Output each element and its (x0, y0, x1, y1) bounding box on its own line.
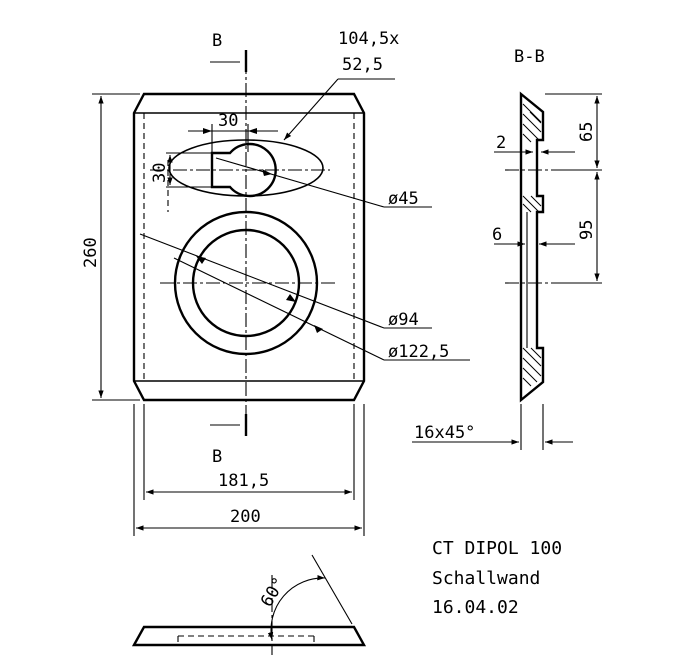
dim-slot-height-label: 30 (150, 163, 170, 183)
dim-outer-width-label: 200 (230, 507, 261, 527)
dim-2-label: 2 (496, 133, 506, 153)
section-view (412, 91, 602, 450)
title-block-line1: CT DIPOL 100 (432, 538, 562, 559)
section-title: B-B (514, 47, 545, 67)
tweeter-leader (215, 157, 385, 208)
dim-woofer-outer-label: ø122,5 (388, 342, 449, 362)
dim-65-label: 65 (577, 122, 597, 142)
oval-leader (283, 78, 339, 141)
front-dimensions (92, 78, 470, 536)
dim-woofer-inner-label: ø94 (388, 310, 419, 330)
dim-oval-label-2: 52,5 (342, 55, 383, 75)
dim-inner-width-label: 181,5 (218, 471, 269, 491)
section-mark-bottom: B (212, 447, 222, 467)
angle-arc (267, 575, 326, 641)
dim-height-label: 260 (81, 237, 101, 268)
title-block-line3: 16.04.02 (432, 597, 519, 618)
tweeter-hole (210, 142, 277, 198)
front-view (132, 50, 366, 436)
dim-slot-width-label: 30 (218, 111, 238, 131)
dim-angle-label: 60° (257, 574, 290, 611)
woofer-outer-arrow (314, 325, 323, 333)
board-outline (132, 92, 366, 402)
tweeter-arrow (262, 169, 272, 176)
dim-oval-label: 104,5x (338, 29, 399, 49)
dim-tweeter-hole-label: ø45 (388, 189, 419, 209)
section-profile (519, 91, 545, 403)
title-block-line2: Schallwand (432, 568, 540, 589)
section-hatching (522, 103, 542, 387)
dim-chamfer-label: 16x45° (414, 423, 475, 443)
section-mark-top: B (212, 31, 222, 51)
dim-6-label: 6 (492, 225, 502, 245)
dim-95-label: 95 (577, 220, 597, 240)
bottom-view (131, 554, 367, 655)
woofer-outer-leader (173, 257, 385, 361)
woofer-inner-leader (139, 233, 385, 329)
angle-ref-line (311, 554, 353, 625)
bottom-profile (131, 625, 367, 647)
